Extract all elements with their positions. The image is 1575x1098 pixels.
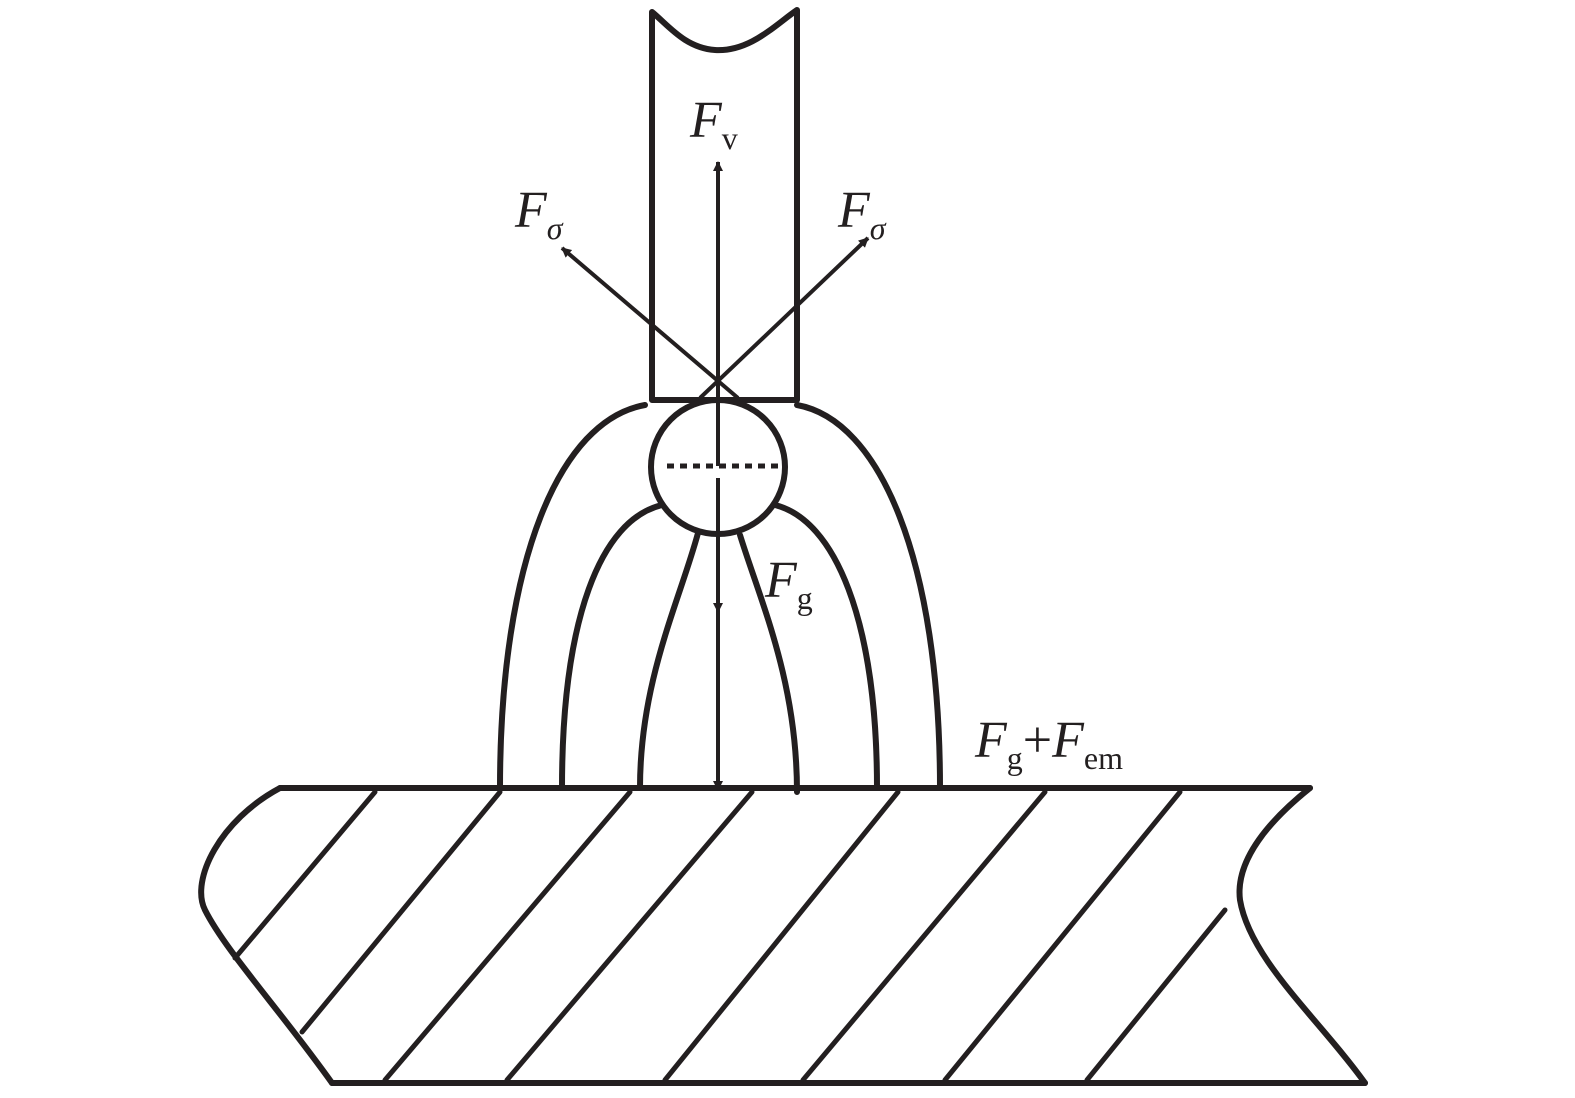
label-fsigma-right: Fσ	[838, 182, 886, 246]
label-fsigma-left: Fσ	[515, 182, 563, 246]
fsigma-right-arrow	[698, 236, 870, 400]
fsigma-left-arrow	[560, 246, 740, 400]
electrode	[649, 7, 800, 403]
label-fg: Fg	[765, 552, 813, 616]
label-fv: Fv	[690, 92, 738, 156]
label-fg-plus-fem: Fg+Fem	[975, 712, 1123, 776]
hatching	[232, 789, 1228, 1083]
arc-field-lines	[497, 402, 943, 795]
workpiece	[198, 785, 1368, 1086]
